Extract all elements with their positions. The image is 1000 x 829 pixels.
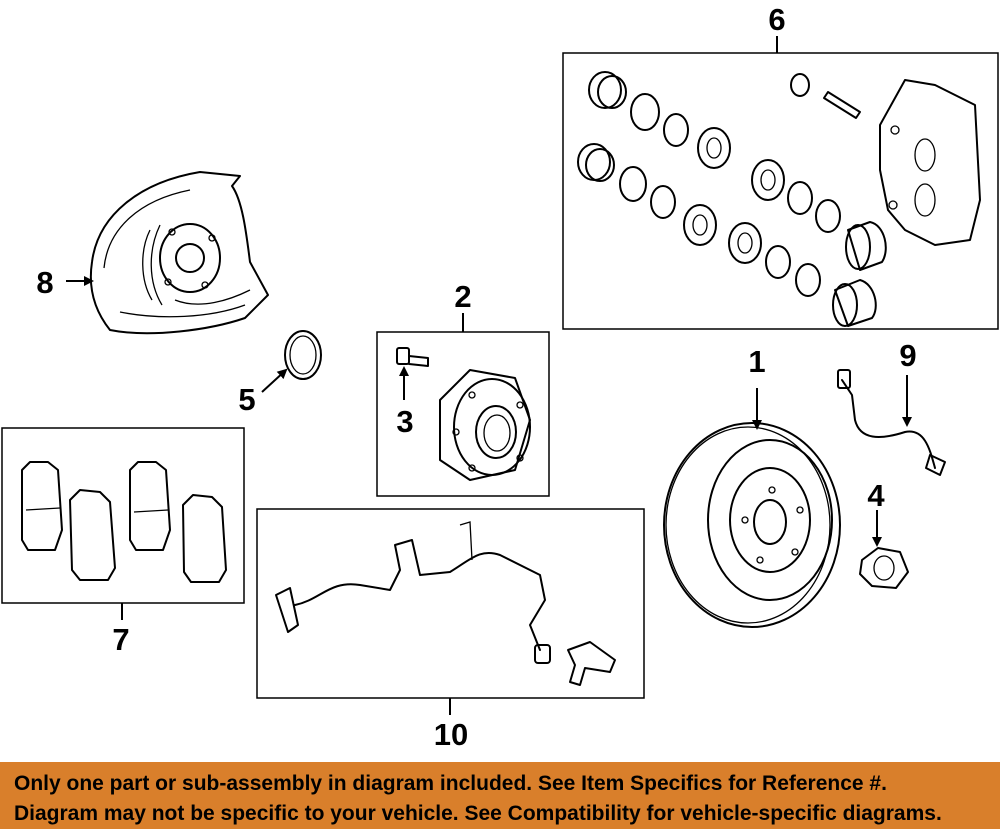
notice-line-1: Only one part or sub-assembly in diagram… — [14, 772, 887, 795]
compatibility-notice-banner: Only one part or sub-assembly in diagram… — [0, 762, 1000, 829]
callout-8: 8 — [36, 265, 53, 300]
caliper-kit-box — [562, 52, 999, 330]
parts-diagram: 1 2 3 4 5 6 7 8 9 10 — [1, 2, 999, 752]
snap-ring-drawing — [284, 330, 322, 380]
callout-10: 10 — [434, 717, 468, 752]
callout-9: 9 — [899, 338, 916, 373]
brake-rotor-drawing — [663, 422, 841, 628]
callout-3: 3 — [396, 404, 413, 439]
dust-shield-drawing — [89, 171, 269, 335]
callout-6: 6 — [768, 2, 785, 37]
leader-5 — [261, 368, 288, 393]
hub-assembly-drawing — [439, 369, 531, 481]
hub-nut-drawing — [859, 547, 909, 589]
notice-line-2: Diagram may not be specific to your vehi… — [14, 802, 942, 825]
brake-pads-box — [1, 427, 245, 604]
callout-5: 5 — [238, 382, 255, 417]
brake-hose-drawing — [837, 369, 946, 476]
caliper-kit-drawing — [577, 71, 981, 327]
callout-4: 4 — [867, 478, 885, 513]
callout-7: 7 — [112, 622, 129, 657]
brake-pads-drawing — [21, 461, 227, 583]
abs-wire-box — [256, 508, 645, 699]
callout-2: 2 — [454, 279, 471, 314]
callout-1: 1 — [748, 344, 765, 379]
abs-wire-drawing — [275, 521, 616, 686]
hub-bolt-drawing — [396, 347, 429, 367]
